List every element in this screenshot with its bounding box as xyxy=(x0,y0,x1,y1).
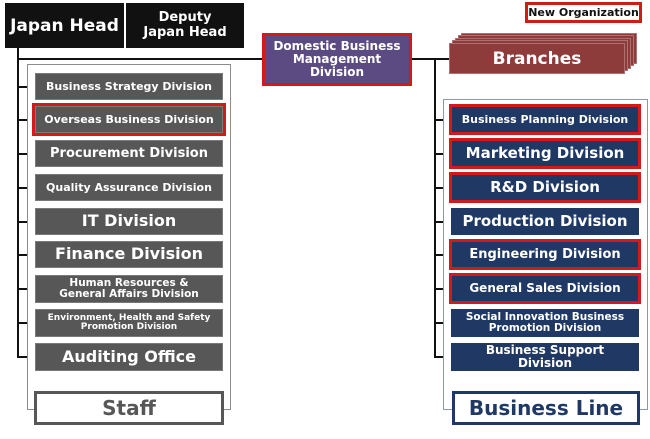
domestic-line2: Management xyxy=(292,51,382,66)
business-item-rnd: R&D Division xyxy=(449,172,641,203)
item-label: IT Division xyxy=(81,211,177,231)
business-item-production: Production Division xyxy=(451,208,639,235)
business-line-footer-label: Business Line xyxy=(452,391,640,425)
business-connector xyxy=(434,153,451,155)
staff-item-environment-health-safety: Environment, Health and Safety Promotion… xyxy=(35,309,223,337)
business-connector xyxy=(434,322,451,324)
item-label: Overseas Business Division xyxy=(44,112,214,126)
staff-connector xyxy=(17,86,35,88)
item-label: Quality Assurance Division xyxy=(46,180,212,194)
staff-item-quality-assurance: Quality Assurance Division xyxy=(35,174,223,201)
connector-business-vertical xyxy=(434,58,436,358)
item-label: Business Planning Division xyxy=(461,112,629,126)
staff-item-it: IT Division xyxy=(35,208,223,235)
item-label-line1: Environment, Health and Safety xyxy=(47,312,211,323)
branches-box: Branches xyxy=(449,43,625,74)
item-label-line2: Promotion Division xyxy=(488,322,602,334)
business-item-engineering: Engineering Division xyxy=(449,239,641,270)
item-label: Finance Division xyxy=(55,244,203,264)
staff-item-finance: Finance Division xyxy=(35,241,223,268)
deputy-japan-head-box: Deputy Japan Head xyxy=(126,3,244,48)
item-label-line2: Division xyxy=(517,356,573,370)
item-label: Business Strategy Division xyxy=(46,79,212,93)
item-label-line1: Social Innovation Business xyxy=(465,310,625,323)
item-label: Marketing Division xyxy=(465,143,625,162)
business-connector xyxy=(434,119,451,121)
business-connector xyxy=(434,356,451,358)
business-item-social-innovation: Social Innovation Business Promotion Div… xyxy=(451,309,639,337)
business-connector xyxy=(434,221,451,223)
domestic-business-management-division: Domestic Business Management Division xyxy=(262,33,412,86)
staff-connector xyxy=(17,288,35,290)
staff-connector xyxy=(17,221,35,223)
staff-item-overseas-business: Overseas Business Division xyxy=(32,103,226,136)
branches-label: Branches xyxy=(492,48,582,69)
deputy-head-line2: Japan Head xyxy=(143,24,227,40)
staff-item-human-resources: Human Resources & General Affairs Divisi… xyxy=(35,275,223,303)
staff-connector xyxy=(17,187,35,189)
deputy-head-line1: Deputy xyxy=(158,10,212,26)
domestic-line3: Division xyxy=(309,65,365,80)
staff-footer-label: Staff xyxy=(34,391,224,425)
staff-item-procurement: Procurement Division xyxy=(35,140,223,167)
connector-head-vertical xyxy=(17,48,19,358)
staff-label: Staff xyxy=(102,396,156,420)
japan-head-label: Japan Head xyxy=(10,15,119,36)
new-organization-legend: New Organization xyxy=(525,2,642,23)
item-label-line1: Business Support xyxy=(485,343,605,358)
business-connector xyxy=(434,254,451,256)
item-label: R&D Division xyxy=(490,177,600,196)
staff-connector xyxy=(17,356,35,358)
item-label-line1: Human Resources & xyxy=(69,276,189,289)
business-connector xyxy=(434,187,451,189)
staff-item-business-strategy: Business Strategy Division xyxy=(35,73,223,100)
item-label: Auditing Office xyxy=(61,346,197,366)
item-label: Production Division xyxy=(462,211,628,230)
business-connector xyxy=(434,288,451,290)
domestic-line1: Domestic Business xyxy=(273,38,401,53)
item-label: Engineering Division xyxy=(469,246,621,262)
item-label-line2: Promotion Division xyxy=(80,322,178,332)
connector-domestic-branches xyxy=(412,58,449,60)
business-line-label: Business Line xyxy=(468,396,624,420)
staff-connector xyxy=(17,119,35,121)
item-label: General Sales Division xyxy=(469,281,621,296)
staff-item-auditing-office: Auditing Office xyxy=(35,343,223,371)
japan-head-box: Japan Head xyxy=(5,3,124,48)
staff-connector xyxy=(17,153,35,155)
item-label-line2: General Affairs Division xyxy=(59,288,199,300)
item-label: Procurement Division xyxy=(50,145,208,161)
business-item-business-support: Business Support Division xyxy=(451,343,639,371)
business-item-business-planning: Business Planning Division xyxy=(449,104,641,135)
staff-connector xyxy=(17,322,35,324)
staff-connector xyxy=(17,254,35,256)
new-organization-label: New Organization xyxy=(528,6,639,19)
connector-top-horizontal xyxy=(17,58,262,60)
business-item-general-sales: General Sales Division xyxy=(449,273,641,304)
business-item-marketing: Marketing Division xyxy=(449,138,641,169)
